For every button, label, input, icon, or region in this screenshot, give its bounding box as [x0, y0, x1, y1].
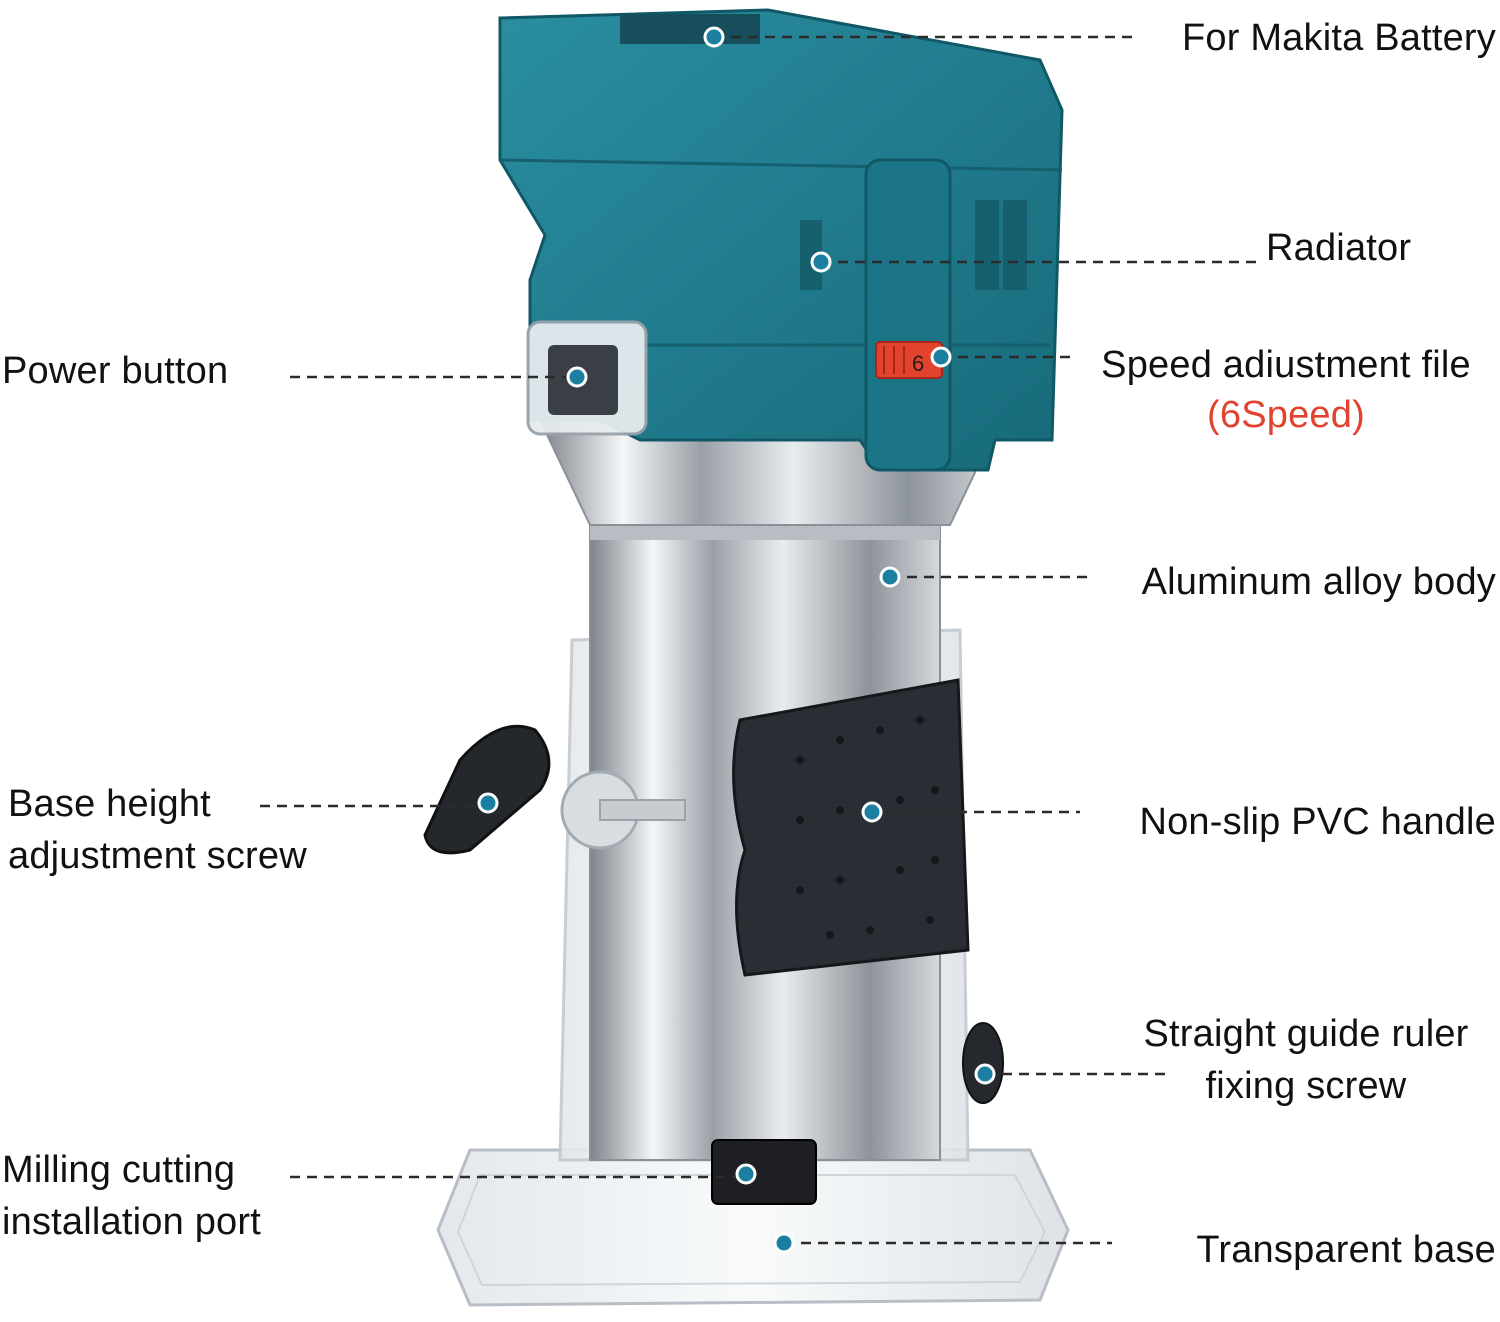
- label-battery: For Makita Battery: [1181, 17, 1496, 59]
- label-guide-line1: Straight guide ruler: [1143, 1013, 1469, 1055]
- transparent-base: [436, 1148, 1070, 1307]
- label-height-line1: Base height: [8, 783, 211, 825]
- label-base: Transparent base: [1196, 1229, 1496, 1271]
- guide-ruler-screw: [962, 1022, 1004, 1104]
- label-guide-line2: fixing screw: [1205, 1065, 1407, 1107]
- label-milling-line2: installation port: [2, 1201, 261, 1243]
- marker-radiator: [810, 251, 832, 273]
- marker-body: [879, 566, 901, 588]
- speed-dial-value: 6: [912, 351, 924, 376]
- label-milling-port: Milling cutting installation port: [2, 1148, 261, 1244]
- height-adjust-knob: [423, 724, 686, 855]
- label-height-screw: Base height adjustment screw: [8, 782, 307, 878]
- marker-power: [566, 366, 588, 388]
- marker-milling-port: [735, 1163, 757, 1185]
- label-speed-line2: (6Speed): [1207, 394, 1365, 436]
- marker-speed: [930, 346, 952, 368]
- label-power: Power button: [2, 350, 229, 392]
- label-height-line2: adjustment screw: [8, 835, 307, 877]
- pvc-handle: [732, 678, 970, 977]
- label-radiator: Radiator: [1266, 227, 1412, 269]
- marker-dots: [477, 26, 996, 1254]
- label-guide-screw: Straight guide ruler fixing screw: [1116, 1012, 1496, 1108]
- speed-dial: 6: [875, 341, 943, 379]
- collet-nut: [711, 1139, 817, 1205]
- marker-guide-screw: [974, 1063, 996, 1085]
- leader-lines: [260, 35, 1262, 1245]
- marker-height-screw: [477, 792, 499, 814]
- marker-handle: [861, 801, 883, 823]
- label-speed-line1: Speed adiustment file: [1101, 344, 1471, 386]
- marker-base: [773, 1232, 795, 1254]
- label-speed: Speed adiustment file (6Speed): [1076, 343, 1496, 437]
- label-body: Aluminum alloy body: [1141, 561, 1496, 603]
- label-milling-line1: Milling cutting: [2, 1149, 236, 1191]
- marker-battery: [703, 26, 725, 48]
- label-handle: Non-slip PVC handle: [1139, 801, 1496, 843]
